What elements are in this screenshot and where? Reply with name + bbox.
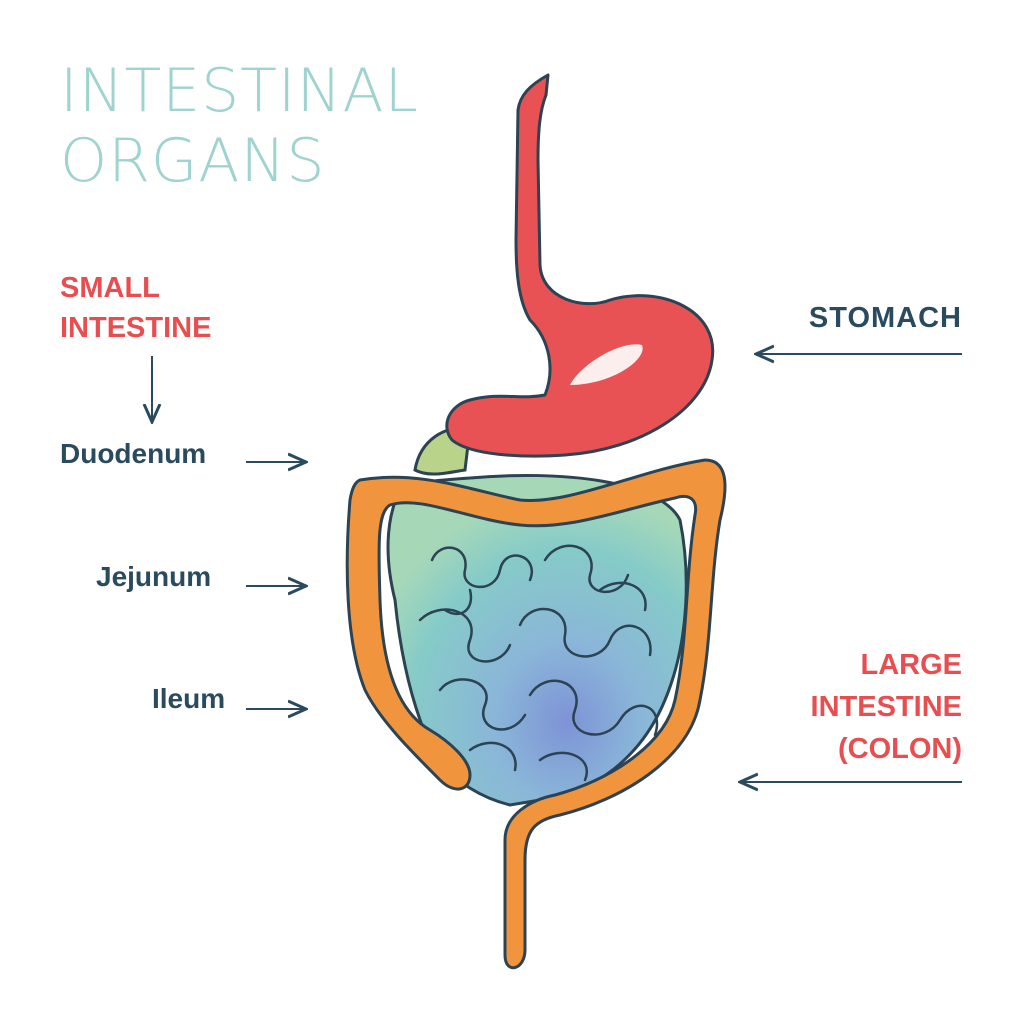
duodenum-label: Duodenum	[60, 438, 207, 469]
title-line-1: INTESTINAL	[60, 56, 419, 126]
small-intestine-label-line-1: SMALL	[60, 272, 160, 304]
stomach-shape	[445, 73, 715, 458]
large-intestine-label-line-2: INTESTINE	[810, 691, 962, 723]
large-intestine-label-line-3: (COLON)	[837, 733, 962, 765]
small-intestine-label: SMALL INTESTINE	[60, 268, 211, 348]
stomach-label: STOMACH	[808, 302, 962, 334]
jejunum-label: Jejunum	[96, 561, 212, 592]
large-intestine-label: LARGE INTESTINE (COLON)	[811, 644, 962, 770]
title-line-2: ORGANS	[60, 126, 326, 196]
ileum-label: Ileum	[152, 683, 226, 714]
small-intestine-shape	[386, 426, 688, 807]
large-intestine-label-line-1: LARGE	[860, 649, 963, 681]
diagram-title: INTESTINAL ORGANS	[60, 56, 419, 196]
small-intestine-label-line-2: INTESTINE	[60, 312, 212, 344]
arrows	[152, 354, 962, 782]
large-intestine-shape	[345, 458, 727, 969]
